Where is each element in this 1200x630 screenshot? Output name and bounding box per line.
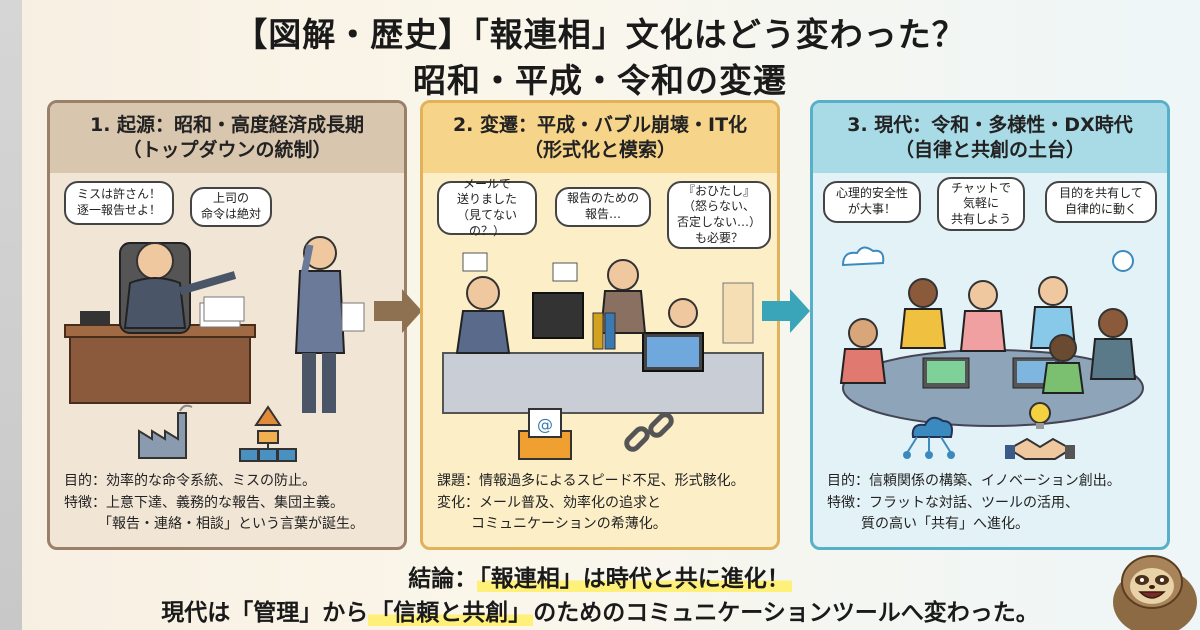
panel-heisei-description: 課題：情報過多によるスピード不足、形式骸化。 変化：メール普及、効率化の追求と …	[437, 471, 773, 536]
sloth-mascot-icon	[1113, 555, 1197, 630]
desc-row: 課題：情報過多によるスピード不足、形式骸化。	[437, 473, 745, 489]
reiwa-team-illustration	[839, 246, 1144, 427]
bubble-chat-share: チャットで 気軽に 共有しよう	[937, 177, 1025, 231]
panel-reiwa-heading-line1: 3. 現代：令和・多様性・DX時代	[847, 114, 1133, 137]
desc-row: 目的：信頼関係の構築、イノベーション創出。	[827, 473, 1121, 489]
panel-showa-description: 目的：効率的な命令系統、ミスの防止。 特徴：上意下達、義務的な報告、集団主義。 …	[64, 471, 400, 536]
panel-showa-heading-line2: （トップダウンの統制）	[122, 139, 332, 161]
bubble-ohitashi: 『おひたし』 （怒らない、 否定しない…） も必要？	[667, 181, 771, 249]
conclusion-line2-highlight: 「信頼と共創」	[368, 600, 534, 626]
mail-tray-icon: @	[518, 408, 572, 460]
cloud-network-icon	[903, 416, 955, 459]
arrow-right-icon	[762, 289, 810, 333]
svg-text:@: @	[537, 415, 553, 434]
panel-heisei-heading: 2. 変遷：平成・バブル崩壊・IT化 （形式化と模索）	[423, 103, 777, 173]
bubble-shared-purpose: 目的を共有して 自律的に動く	[1045, 181, 1157, 223]
bubble-order-absolute: 上司の 命令は絶対	[190, 187, 272, 227]
broken-chain-icon	[624, 412, 674, 452]
bubble-report-for-report: 報告のための 報告…	[555, 187, 651, 227]
conclusion-line2: 現代は「管理」から「信頼と共創」のためのコミュニケーションツールへ変わった。	[0, 593, 1200, 627]
panel-reiwa-description: 目的：信頼関係の構築、イノベーション創出。 特徴：フラットな対話、ツールの活用、…	[827, 471, 1163, 536]
desc-row: 目的：効率的な命令系統、ミスの防止。	[64, 473, 316, 489]
hierarchy-icon	[239, 405, 297, 462]
panel-heisei-heading-line1: 2. 変遷：平成・バブル崩壊・IT化	[452, 114, 748, 137]
lightbulb-handshake-icon	[1005, 402, 1075, 460]
bubble-psychological-safety: 心理的安全性 が大事！	[823, 181, 921, 223]
bubble-boss-command: ミスは許さん！ 逐一報告せよ！	[64, 181, 174, 225]
desc-row: 「報告・連絡・相談」という言葉が誕生。	[98, 516, 364, 533]
desc-row: コミュニケーションの希薄化。	[471, 516, 667, 533]
arrow-right-icon	[374, 289, 422, 333]
panel-showa-heading: 1. 起源：昭和・高度経済成長期 （トップダウンの統制）	[50, 103, 404, 173]
panel-heisei-heading-line2: （形式化と模索）	[523, 139, 676, 161]
left-edge-strip	[0, 0, 22, 630]
factory-icon	[138, 404, 193, 459]
page-title-line2: 昭和・平成・令和の変遷	[413, 61, 787, 100]
conclusion-prefix: 結論：	[408, 566, 478, 592]
page-title-line1: 【図解・歴史】「報連相」文化はどう変わった？	[234, 15, 966, 54]
showa-office-illustration	[64, 236, 365, 413]
panel-reiwa-heading-line2: （自律と共創の土台）	[894, 139, 1085, 161]
panel-reiwa: 3. 現代：令和・多様性・DX時代 （自律と共創の土台） 心理的安全性 が大事！	[810, 100, 1170, 550]
panel-showa-heading-line1: 1. 起源：昭和・高度経済成長期	[89, 114, 365, 137]
panel-heisei: 2. 変遷：平成・バブル崩壊・IT化 （形式化と模索） メールで 送りました （…	[420, 100, 780, 550]
panel-showa: 1. 起源：昭和・高度経済成長期 （トップダウンの統制） ミスは許さん	[47, 100, 407, 550]
desc-row: 特徴：上意下達、義務的な報告、集団主義。	[64, 494, 344, 511]
desc-row: 質の高い「共有」へ進化。	[861, 516, 1029, 533]
conclusion-line1: 結論：「報連相」は時代と共に進化！	[0, 559, 1200, 593]
conclusion-line2-prefix: 現代は「管理」から	[161, 600, 369, 626]
desc-row: 変化：メール普及、効率化の追求と	[437, 494, 661, 511]
desc-row: 特徴：フラットな対話、ツールの活用、	[827, 494, 1079, 511]
heisei-office-illustration	[442, 252, 764, 414]
panel-reiwa-heading: 3. 現代：令和・多様性・DX時代 （自律と共創の土台）	[813, 103, 1167, 173]
conclusion-line2-suffix: のためのコミュニケーションツールへ変わった。	[533, 600, 1039, 626]
bubble-email-sent: メールで 送りました （見てないの？）	[437, 177, 537, 238]
conclusion-highlight: 「報連相」は時代と共に進化！	[477, 566, 792, 592]
